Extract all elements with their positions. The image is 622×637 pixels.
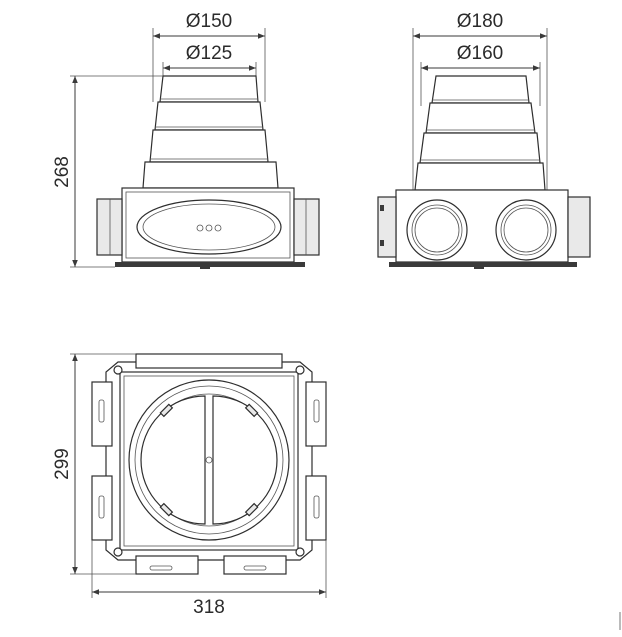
front-adapter-step-1: [159, 75, 259, 103]
front-adapter-step-3: [149, 129, 269, 163]
side-outer-diameter-label: Ø180: [457, 11, 503, 32]
dimension-front-inner-diameter: Ø125: [162, 43, 257, 76]
depth-label: 299: [52, 448, 73, 480]
side-right-port: [495, 199, 557, 261]
top-tab-bottom-left: [135, 555, 199, 575]
front-adapter-step-2: [154, 101, 264, 131]
dimension-side-inner-diameter: Ø160: [420, 43, 541, 106]
front-inner-diameter-label: Ø125: [186, 43, 232, 64]
front-view: Ø150 Ø125: [52, 11, 320, 269]
dimension-height: 268: [52, 75, 163, 268]
top-tab-bottom-right: [223, 555, 287, 575]
top-tab-right-lower: [305, 475, 327, 541]
dimension-depth: 299: [52, 353, 136, 575]
top-tab-left-upper: [91, 381, 113, 447]
side-right-spigot: [567, 196, 591, 258]
dimension-width: 318: [91, 540, 327, 618]
width-label: 318: [193, 597, 225, 618]
top-damper-right: [212, 395, 278, 525]
dimension-front-outer-diameter: Ø150: [152, 11, 266, 102]
front-adapter-step-4: [142, 161, 279, 189]
top-damper-left: [140, 395, 206, 525]
height-label: 268: [52, 156, 73, 188]
top-view: 299 318: [52, 353, 327, 618]
side-view: Ø180 Ø160: [377, 11, 591, 269]
side-inner-diameter-label: Ø160: [457, 43, 503, 64]
front-outer-diameter-label: Ø150: [186, 11, 232, 32]
top-tab-right-upper: [305, 381, 327, 447]
front-right-spigot: [293, 198, 320, 256]
top-tab-top: [135, 353, 283, 369]
side-left-port: [406, 199, 468, 261]
side-adapter-step-2: [425, 102, 536, 134]
side-adapter-step-1: [431, 75, 530, 104]
front-oval-grille: [136, 199, 282, 255]
side-adapter-step-3: [419, 132, 541, 164]
front-left-spigot: [96, 198, 123, 256]
side-adapter-step-4: [414, 162, 546, 191]
top-tab-left-lower: [91, 475, 113, 541]
dimension-side-outer-diameter: Ø180: [412, 11, 548, 190]
